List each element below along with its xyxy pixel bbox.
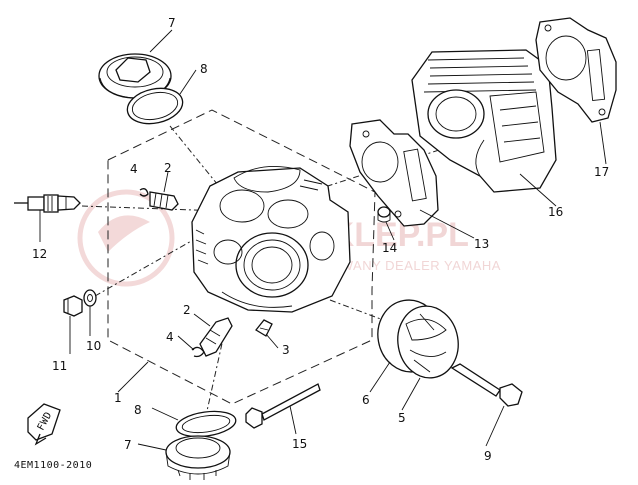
callout-1: 1	[114, 391, 122, 405]
part-16-cylinder-block	[411, 49, 557, 193]
callout-2-lower: 2	[183, 303, 191, 317]
fwd-arrow: FWD	[27, 403, 61, 446]
callout-15: 15	[292, 437, 307, 451]
watermark-logo-swoosh	[98, 215, 150, 252]
part-12-spark-plug	[14, 194, 81, 213]
part-8-oring-lower	[175, 410, 237, 438]
part-13-cylinder-gasket	[349, 119, 439, 227]
part-8-oring-top	[126, 87, 184, 125]
callout-2-top: 2	[164, 161, 172, 175]
watermark-logo-ring	[77, 189, 175, 287]
catalog-code: 4EM1100-2010	[14, 460, 92, 471]
part-7-cap-lower	[165, 435, 231, 480]
part-4-clip-top	[139, 188, 149, 197]
callout-11: 11	[52, 359, 67, 373]
callout-16: 16	[548, 205, 563, 219]
part-7-cap-top	[98, 53, 172, 99]
callout-4-lower: 4	[166, 330, 174, 344]
part-1-cylinder-head	[191, 165, 351, 313]
callout-8-top: 8	[200, 62, 208, 76]
callout-4-top: 4	[130, 162, 138, 176]
callout-5: 5	[398, 411, 406, 425]
callout-7-lower: 7	[124, 438, 132, 452]
part-15-long-bolt	[245, 383, 321, 429]
callout-7-top: 7	[168, 16, 176, 30]
callout-9: 9	[484, 449, 492, 463]
part-3-dowel	[255, 319, 273, 337]
part-14-dowel	[377, 206, 391, 223]
callout-3: 3	[282, 343, 290, 357]
callout-10: 10	[86, 339, 101, 353]
callout-13: 13	[474, 237, 489, 251]
part-10-washer	[83, 289, 97, 307]
part-11-plug-bolt	[63, 295, 83, 317]
callout-14: 14	[382, 241, 397, 255]
part-17-base-gasket	[535, 17, 617, 123]
callout-17: 17	[594, 165, 609, 179]
leader-lines	[39, 29, 607, 451]
part-5-side-cover	[397, 305, 459, 379]
callout-6: 6	[362, 393, 370, 407]
part-2-stud-top	[149, 191, 179, 211]
part-4-clip-lower	[191, 346, 205, 358]
callout-12: 12	[32, 247, 47, 261]
assembly-boundary	[107, 109, 376, 405]
callouts: 7 8 4 2 12 11 10 1 2 4 3 8 7 15 6 5 9 14…	[32, 16, 609, 463]
part-2-stud-lower	[199, 317, 233, 357]
callout-8-lower: 8	[134, 403, 142, 417]
part-9-bolt	[450, 363, 523, 407]
